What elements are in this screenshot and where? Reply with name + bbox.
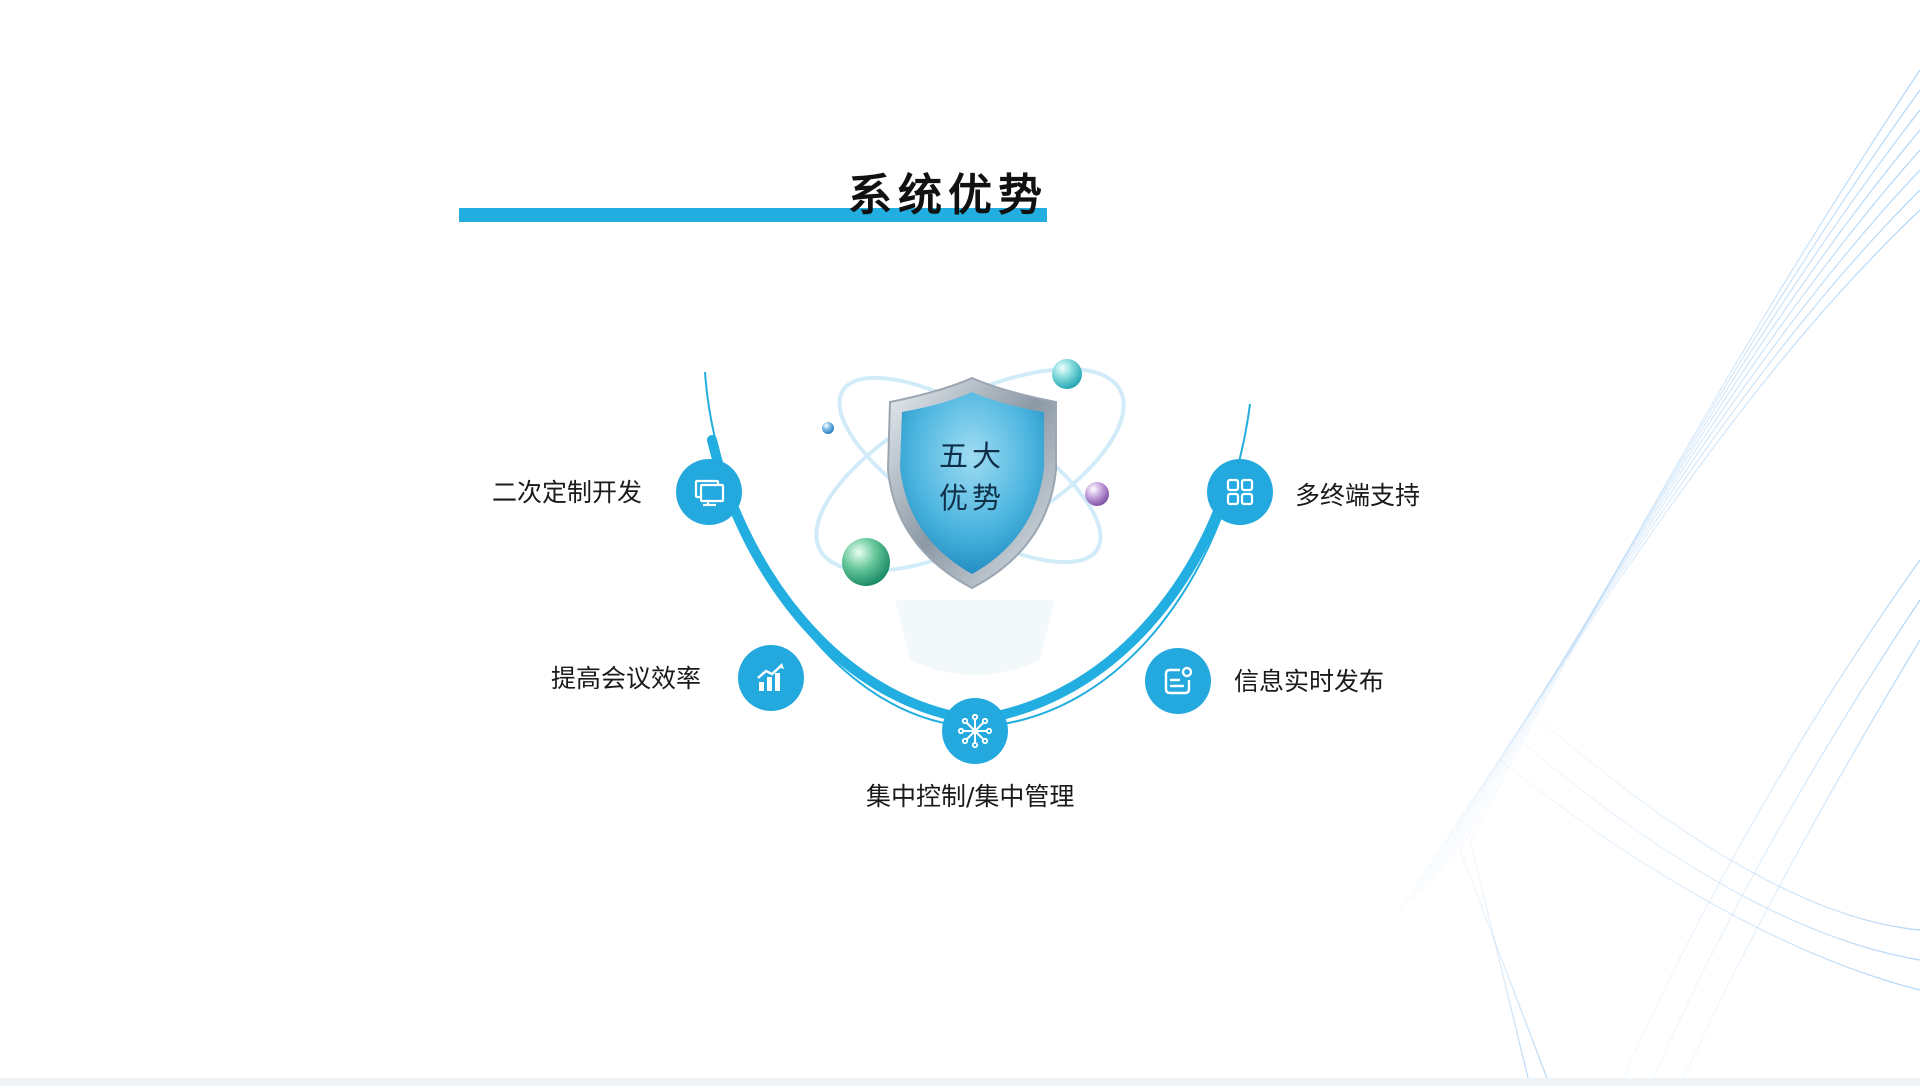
grid-icon <box>1226 478 1254 506</box>
advantage-node-info-publish <box>1145 648 1211 714</box>
advantage-label-info-publish: 信息实时发布 <box>1234 667 1385 696</box>
notification-icon <box>1164 666 1193 695</box>
advantage-label-central-control: 集中控制/集中管理 <box>866 782 1075 811</box>
advantage-node-multi-terminal <box>1207 459 1273 525</box>
shield-label-line1: 五大 <box>938 439 1005 473</box>
shield-label-line2: 优势 <box>938 481 1005 515</box>
advantage-label-meeting-efficiency: 提高会议效率 <box>551 664 702 693</box>
footer-strip <box>0 1078 1920 1086</box>
orb-small-blue <box>822 422 834 434</box>
monitor-icon <box>694 479 725 507</box>
advantage-label-multi-terminal: 多终端支持 <box>1295 481 1421 510</box>
orb-green <box>842 538 890 586</box>
advantage-node-central-control <box>942 698 1008 764</box>
advantage-node-custom-dev <box>676 459 742 525</box>
advantage-label-custom-dev: 二次定制开发 <box>492 478 643 507</box>
orb-purple <box>1085 482 1109 506</box>
orb-cyan <box>1052 359 1082 389</box>
advantage-node-meeting-efficiency <box>738 645 804 711</box>
bar-chart-icon <box>757 663 784 691</box>
title-underline <box>459 208 1047 222</box>
page-title: 系统优势 <box>848 170 1048 221</box>
hub-icon <box>957 713 993 749</box>
